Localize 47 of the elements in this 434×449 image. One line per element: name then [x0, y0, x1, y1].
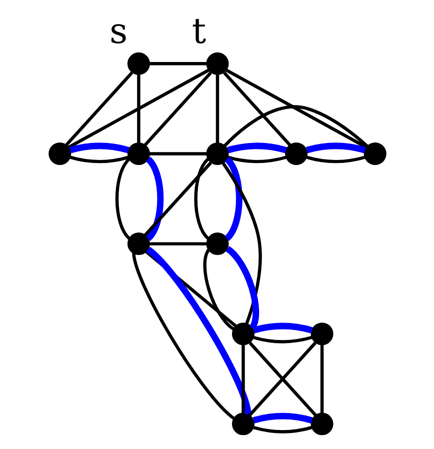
connector [148, 242, 206, 246]
connector [224, 246, 259, 330]
connector [145, 156, 164, 241]
node-circle [206, 232, 228, 256]
connector [143, 72, 212, 146]
connector [224, 156, 242, 241]
connector [114, 158, 130, 240]
node-circle [284, 142, 308, 165]
node-circle [126, 142, 150, 165]
connector [252, 426, 312, 434]
connector [136, 74, 140, 144]
connector [222, 105, 368, 148]
connector [202, 248, 234, 330]
node-label: s [109, 10, 128, 52]
node-circle [310, 412, 333, 436]
node-circle [231, 412, 254, 436]
connector [69, 156, 128, 164]
connector [132, 252, 234, 420]
connector [241, 344, 244, 414]
node-circle [126, 232, 150, 256]
connector [148, 152, 206, 156]
connector [252, 336, 312, 344]
connector [148, 62, 206, 66]
node-label: t [191, 10, 206, 52]
connector [227, 156, 286, 164]
connector [222, 72, 291, 146]
connector [221, 162, 262, 324]
connector [69, 142, 129, 154]
node-circle [206, 142, 228, 165]
node-circle [206, 52, 228, 75]
connector [305, 142, 366, 154]
node-circle [310, 322, 333, 346]
connector [215, 74, 219, 144]
node-circle [231, 322, 254, 346]
connector [320, 344, 324, 414]
connector [143, 162, 212, 236]
connector [226, 142, 286, 154]
connector [252, 412, 312, 424]
connector [194, 158, 209, 240]
connector [67, 68, 210, 149]
node-circle [48, 142, 71, 165]
node-circle [363, 142, 386, 165]
connector [306, 156, 365, 164]
connector [64, 72, 133, 146]
node-circle [126, 52, 150, 75]
connector [252, 322, 312, 334]
connector [224, 68, 367, 149]
